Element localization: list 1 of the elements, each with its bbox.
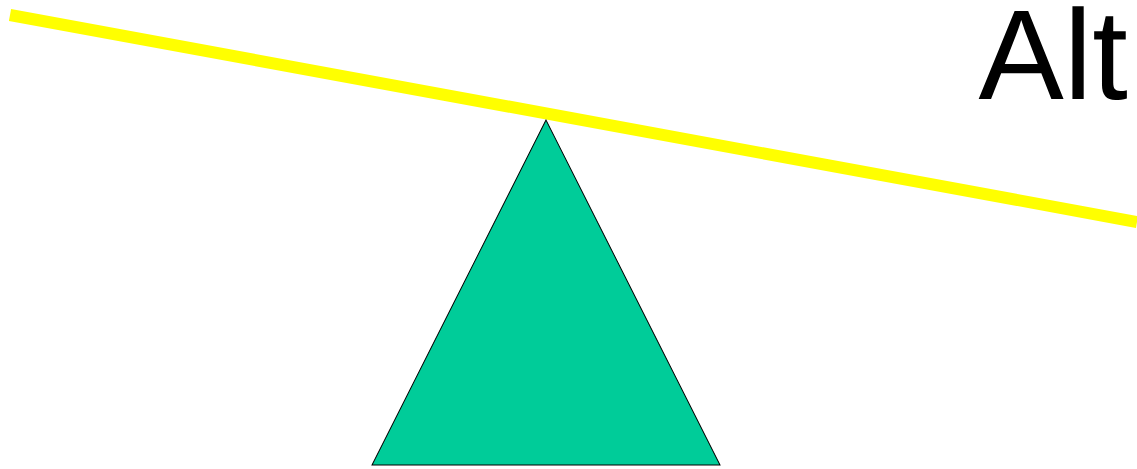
label-text: Alt: [978, 6, 1127, 100]
